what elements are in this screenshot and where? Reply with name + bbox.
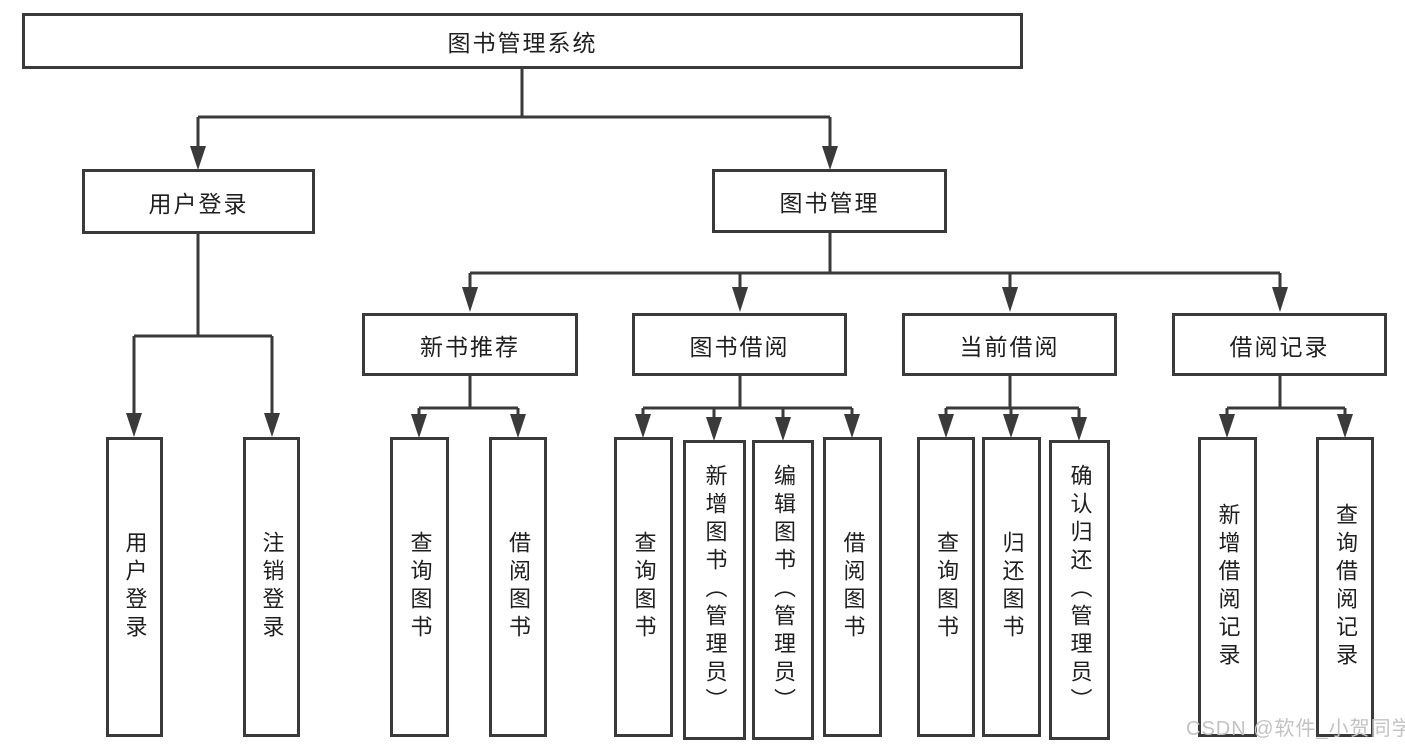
connector-current-borrowing-to-leaves (944, 375, 1081, 418)
connector-new-book-recommendation-to-leaves (417, 375, 520, 415)
leaf-edit-book-admin: 编辑图书（管理员） (752, 440, 814, 740)
leaf-add-book-admin: 新增图书（管理员） (683, 440, 746, 740)
node-user-login: 用户登录 (82, 169, 315, 234)
node-borrowing-records: 借阅记录 (1172, 313, 1387, 376)
connector-root-to-level2 (196, 69, 832, 147)
leaf-add-borrow-record: 新增借阅记录 (1198, 437, 1257, 737)
leaf-return-books: 归还图书 (982, 437, 1041, 737)
leaf-logout: 注销登录 (243, 437, 300, 737)
connector-book-borrowing-to-leaves (641, 375, 854, 418)
leaf-query-books-borrowing: 查询图书 (614, 437, 673, 737)
arrowheads (126, 146, 1353, 441)
leaf-query-books-current: 查询图书 (917, 437, 975, 737)
node-root-library-management-system: 图书管理系统 (22, 13, 1023, 69)
leaf-query-borrow-record: 查询借阅记录 (1316, 437, 1374, 737)
leaf-query-books-recommendation: 查询图书 (390, 437, 449, 737)
csdn-watermark: CSDN @软件_小贺同学 (1186, 718, 1405, 740)
connector-user-login-to-leaves (132, 233, 274, 414)
connector-book-management-to-level3 (468, 232, 1282, 288)
connector-borrowing-records-to-leaves (1225, 375, 1347, 415)
node-current-borrowing: 当前借阅 (902, 313, 1117, 376)
node-book-borrowing: 图书借阅 (632, 313, 847, 376)
leaf-borrow-books-recommendation: 借阅图书 (489, 437, 547, 737)
node-book-management: 图书管理 (712, 169, 947, 233)
leaf-borrow-books-borrowing: 借阅图书 (823, 437, 882, 737)
node-new-book-recommendation: 新书推荐 (362, 313, 578, 376)
leaf-confirm-return-admin: 确认归还（管理员） (1049, 440, 1110, 740)
leaf-user-login: 用户登录 (106, 437, 163, 737)
